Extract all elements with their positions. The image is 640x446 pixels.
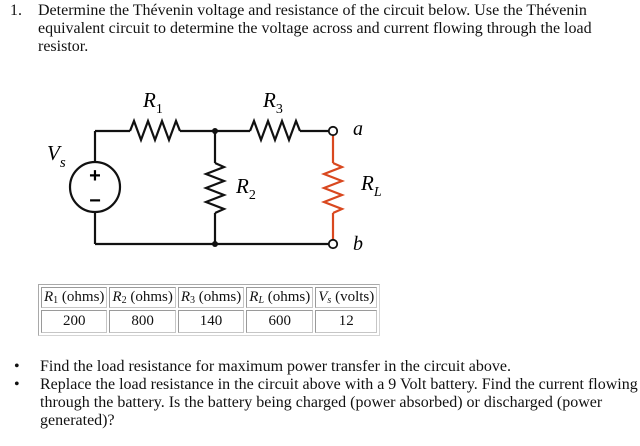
source-plus-sign: +: [89, 165, 101, 187]
table-cell-r3: 140: [177, 310, 245, 333]
table-cell-r2: 800: [109, 310, 176, 333]
bullet-list: • Find the load resistance for maximum po…: [10, 358, 640, 430]
label-r2-sub: 2: [249, 188, 256, 203]
bullet-marker: •: [14, 376, 20, 393]
table-header-row: R1 (ohms) R2 (ohms) R3 (ohms) RL (ohms) …: [41, 287, 378, 308]
source-minus-sign: −: [89, 190, 101, 212]
label-r1-sub: 1: [156, 102, 163, 117]
bullet-text: Replace the load resistance in the circu…: [40, 376, 638, 429]
resistor-rl: [320, 161, 346, 215]
label-rl-sub: L: [373, 185, 382, 200]
header-unit: (ohms): [264, 289, 311, 305]
header-subscript: 1: [53, 295, 59, 306]
resistor-r3: [248, 117, 302, 144]
label-terminal-b: b: [353, 233, 363, 255]
question-body: Determine the Thévenin voltage and resis…: [38, 2, 592, 55]
label-r1-sym: R: [142, 88, 156, 112]
label-r1: R1: [142, 88, 163, 117]
voltage-source: [68, 160, 122, 214]
circuit-diagram: + − Vs R1 R3 R2 RL a b: [47, 88, 382, 255]
table-header-cell: R1 (ohms): [41, 287, 108, 308]
resistor-r2: [202, 161, 228, 215]
table-cell-r1: 200: [41, 310, 108, 333]
table-cell-vs: 12: [315, 310, 378, 333]
table-cell-rl: 600: [246, 310, 314, 333]
label-r2: R2: [235, 174, 256, 203]
header-symbol: V: [318, 289, 328, 305]
parameter-table: R1 (ohms) R2 (ohms) R3 (ohms) RL (ohms) …: [38, 284, 381, 336]
header-unit: (ohms): [195, 289, 242, 305]
table-header-cell: R3 (ohms): [177, 287, 245, 308]
header-subscript: L: [258, 295, 264, 306]
header-symbol: R: [112, 289, 122, 305]
label-vs: Vs: [47, 141, 66, 171]
header-symbol: R: [180, 289, 191, 305]
junction-bottom: [212, 241, 218, 247]
label-r3: R3: [262, 88, 283, 117]
header-subscript: 3: [190, 295, 196, 306]
label-r2-sym: R: [235, 174, 249, 198]
header-subscript: s: [327, 295, 332, 306]
resistor-r1: [128, 117, 182, 144]
terminal-a: [327, 125, 339, 137]
question-text: Determine the Thévenin voltage and resis…: [38, 2, 638, 56]
junction-top: [212, 128, 218, 134]
label-rl: RL: [360, 171, 382, 200]
label-rl-sym: R: [360, 171, 374, 195]
table-header-cell: R2 (ohms): [109, 287, 176, 308]
table-header-cell: RL (ohms): [246, 287, 314, 308]
header-unit: (ohms): [126, 289, 173, 305]
label-r3-sub: 3: [276, 102, 283, 117]
bullet-text: Find the load resistance for maximum pow…: [40, 358, 511, 375]
header-subscript: 2: [121, 295, 127, 306]
label-vs-sub: s: [60, 155, 66, 171]
terminal-b: [327, 238, 339, 250]
header-unit: (volts): [331, 289, 375, 305]
question-number: 1.: [10, 2, 22, 19]
label-terminal-a: a: [353, 118, 363, 140]
table-row: 200 800 140 600 12: [41, 310, 378, 333]
list-item: • Replace the load resistance in the circ…: [10, 376, 640, 430]
header-symbol: R: [44, 289, 54, 305]
list-item: • Find the load resistance for maximum po…: [10, 358, 640, 376]
header-unit: (ohms): [58, 289, 105, 305]
header-symbol: R: [249, 289, 259, 305]
table-header-cell: Vs (volts): [315, 287, 378, 308]
label-r3-sym: R: [262, 88, 276, 112]
bullet-marker: •: [14, 358, 20, 375]
label-vs-sym: V: [47, 141, 62, 165]
